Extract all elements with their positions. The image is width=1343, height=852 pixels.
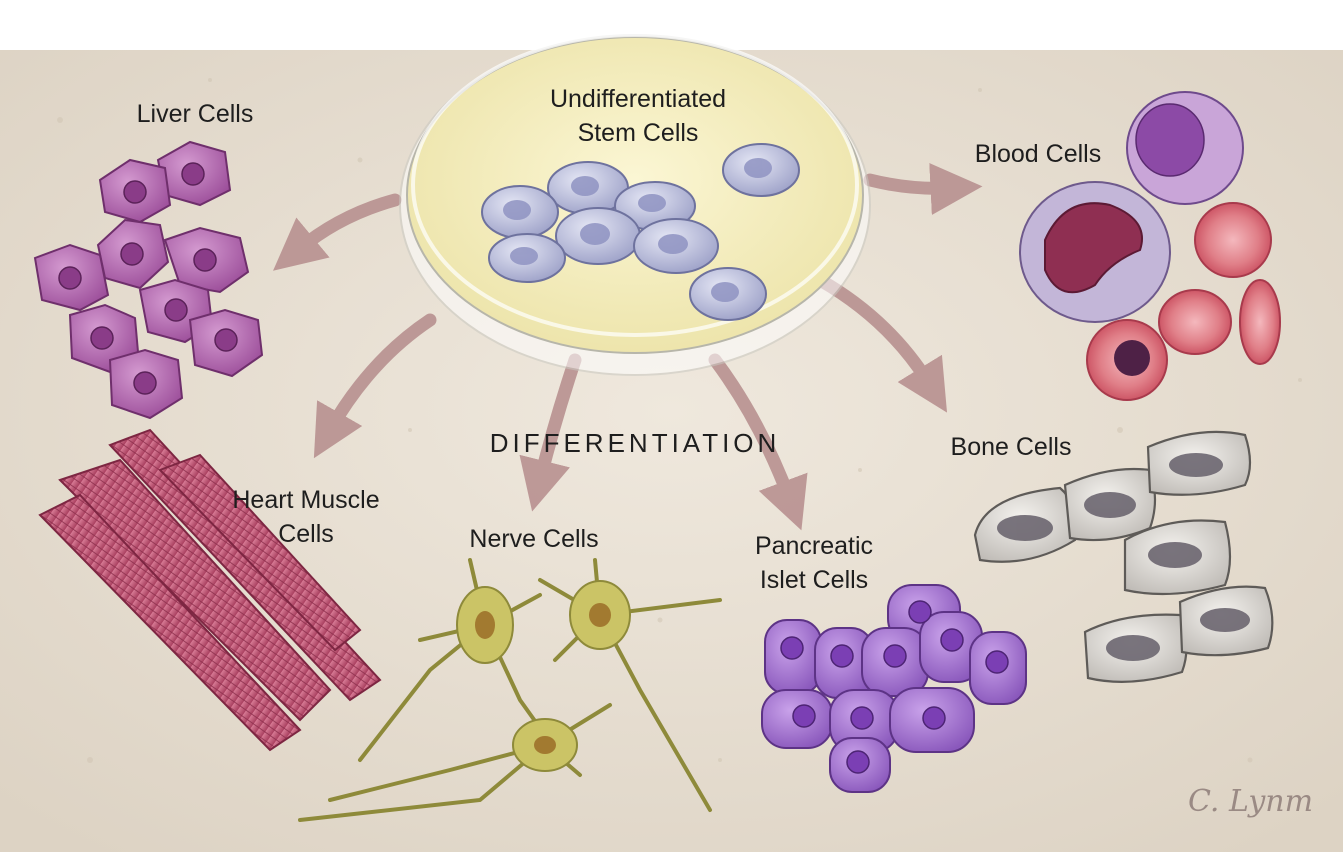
bone-cell-nuclei [997,453,1250,661]
red-blood-cell [1239,279,1281,365]
center-label-line2: Stem Cells [577,119,699,147]
red-blood-cell [1194,202,1272,278]
differentiation-label: DIFFERENTIATION [489,428,781,458]
heart-label-line1: Heart Muscle [232,486,380,514]
heart-muscle-cells [38,428,382,752]
nerve-cells-label: Nerve Cells [469,525,599,553]
bone-cells-label: Bone Cells [950,433,1072,461]
stem-cell-nuclei [503,158,772,302]
center-label: Undifferentiated Stem Cells [520,82,756,150]
pancreatic-label-line2: Islet Cells [759,566,869,594]
liver-cells-label: Liver Cells [136,100,254,128]
blood-cells [1019,91,1281,401]
paper-speckles [57,78,1302,763]
arrow-to-liver [273,193,402,271]
white-blood-cell-nucleus [1044,202,1143,294]
pancreatic-islet-cells-label: Pancreatic Islet Cells [728,529,900,597]
red-blood-cell [1158,289,1232,355]
center-label-line1: Undifferentiated [549,85,727,113]
pancreatic-label-line1: Pancreatic [754,532,874,560]
pancreatic-cell-nuclei [780,600,1009,774]
arrow-to-heart [313,313,437,459]
heart-muscle-cells-label: Heart Muscle Cells [208,483,404,551]
artist-signature: C. Lynm [1188,784,1314,819]
nerve-cell-nuclei [475,603,611,754]
liver-cells [33,140,264,420]
heart-label-line2: Cells [278,520,334,548]
arrow-to-blood [863,163,983,215]
liver-cell-nuclei [58,162,238,395]
blood-cells-label: Blood Cells [974,140,1102,168]
pancreatic-islet-cells [761,584,1027,793]
arrow-to-nerve [519,353,582,512]
arrow-to-pancreatic [708,353,808,531]
